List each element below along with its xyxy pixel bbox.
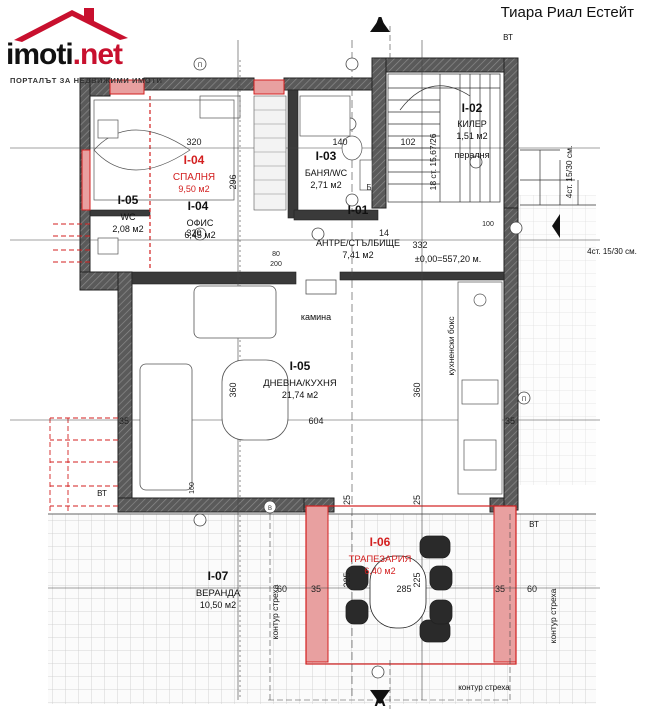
agency-name: Тиара Риал Естейт [500,4,634,21]
vt-mark-c: ВТ [529,520,539,529]
room-name-wc: WC [121,212,136,222]
dim-360b: 360 [412,382,422,397]
level-mark: ±0,00=557,20 м. [415,254,481,264]
rotated-labels: кухненски бокс 18 ст. 15,67/26 4ст. 15/3… [270,133,574,643]
dim-225a: 225 [342,572,352,587]
mark-p1: П [198,63,202,69]
dim-35c: 35 [311,584,321,594]
dim-35a: 35 [119,416,129,426]
wardrobe-lines [254,109,286,195]
stairs-note-a: 4ст. 15/30 см. [587,247,637,256]
room-area-wc: 2,08 м2 [112,224,143,234]
room-area-hall: 7,41 м2 [342,250,373,260]
dim-296: 296 [228,174,238,189]
dim-225b: 225 [412,572,422,587]
living-furniture [139,279,337,491]
room-code-wc: I-05 [118,193,139,207]
dim-604: 604 [308,416,323,426]
dim-60b: 60 [527,584,537,594]
dim-320b: 320 [186,228,201,238]
stairs-note-b: 4ст. 15/30 см. [564,146,574,199]
room-name-bath: БАНЯ/WC [305,168,348,178]
dim-332: 332 [412,240,427,250]
section-a-bottom: A [374,693,386,709]
kontur-bottom: контур стреха [458,683,510,692]
stair-tiles [508,195,596,485]
room-name-veranda: ВЕРАНДА [196,588,241,599]
house-roof-icon [14,8,128,42]
room-code-hall: I-01 [348,203,369,217]
fireplace-label: камина [301,312,331,322]
brand-wordmark: imoti.net [6,38,123,71]
dining-set [345,535,453,643]
stair-arrow [552,214,560,238]
room-name-bedroom: СПАЛНЯ [173,172,215,183]
room-code-bath: I-03 [316,149,337,163]
window-openings [81,79,517,663]
section-a-top: A [374,15,386,32]
room-name-office: ОФИС [187,218,214,228]
pergola-dashes [49,223,118,514]
dimension-values: 320 320 140 102 332 604 285 35 35 35 35 … [119,137,537,594]
room-area-pantry: 1,51 м2 [456,131,487,141]
dim-35b: 35 [505,416,515,426]
room-code-office: I-04 [188,199,209,213]
room-code-bedroom: I-04 [184,153,205,167]
room-name-dining: ТРАПЕЗАРИЯ [349,554,412,565]
kontur-right: контур стреха [548,588,558,643]
dim-25a: 25 [342,495,352,505]
room-area-veranda: 10,50 м2 [200,600,236,610]
dim-100: 100 [482,221,494,228]
dim-35d: 35 [495,584,505,594]
room-name-living: ДНЕВНА/КУХНЯ [263,378,337,389]
room-area-living: 21,74 м2 [282,390,318,400]
dim-360a: 360 [228,382,238,397]
room-code-living: I-05 [290,359,311,373]
axis-markers [193,57,531,679]
room-area-office: 6,45 м2 [184,230,215,240]
dim-25b: 25 [412,495,422,505]
room-code-veranda: I-07 [208,569,229,583]
room-area-bedroom: 9,50 м2 [178,184,209,194]
outer-walls [79,57,519,513]
mark-b1: Б [366,183,371,192]
room-area-bath: 2,71 м2 [310,180,341,190]
room-labels: I-04 СПАЛНЯ 9,50 м2 I-05 WC 2,08 м2 I-04… [97,15,637,709]
dimension-values-vertical: 296 360 360 225 225 25 25 160 [189,174,422,587]
staircase [387,73,596,206]
room-code-dining: I-06 [370,535,391,549]
kitchen-box-label: кухненски бокс [446,316,456,376]
room-name-hall: АНТРЕ/СТЪЛБИЩЕ [316,238,400,248]
room-code-pantry: I-02 [462,101,483,115]
dim-60a: 60 [277,584,287,594]
brand-tagline: ПОРТАЛЪТ ЗА НЕДВИЖИМИ ИМОТИ [10,76,163,85]
kontur-left: контур стреха [270,584,280,639]
dim-160: 160 [189,482,196,494]
dim-320a: 320 [186,137,201,147]
vt-mark-a: ВТ [503,33,513,42]
dim-80: 80 [272,251,280,258]
mark-p2: П [522,397,526,403]
brand-logo[interactable]: imoti.net ПОРТАЛЪТ ЗА НЕДВИЖИМИ ИМОТИ [6,4,166,85]
room-name-pantry: КИЛЕР [457,119,487,129]
room-area-dining: 6,40 м2 [364,566,395,576]
dim-14: 14 [379,228,389,238]
laundry-label: пералня [455,150,490,160]
dim-140: 140 [332,137,347,147]
dim-200: 200 [270,261,282,268]
vt-mark-b: ВТ [97,489,107,498]
dim-285: 285 [396,584,411,594]
bath-fixtures [97,95,373,255]
stair-steps-label: 18 ст. 15,67/26 [428,133,438,190]
section-arrows [370,18,390,704]
dim-102: 102 [400,137,415,147]
dining-outline [149,96,517,665]
wardrobe [253,95,287,211]
kitchen-box [457,281,503,495]
mark-v1: В [268,506,272,512]
